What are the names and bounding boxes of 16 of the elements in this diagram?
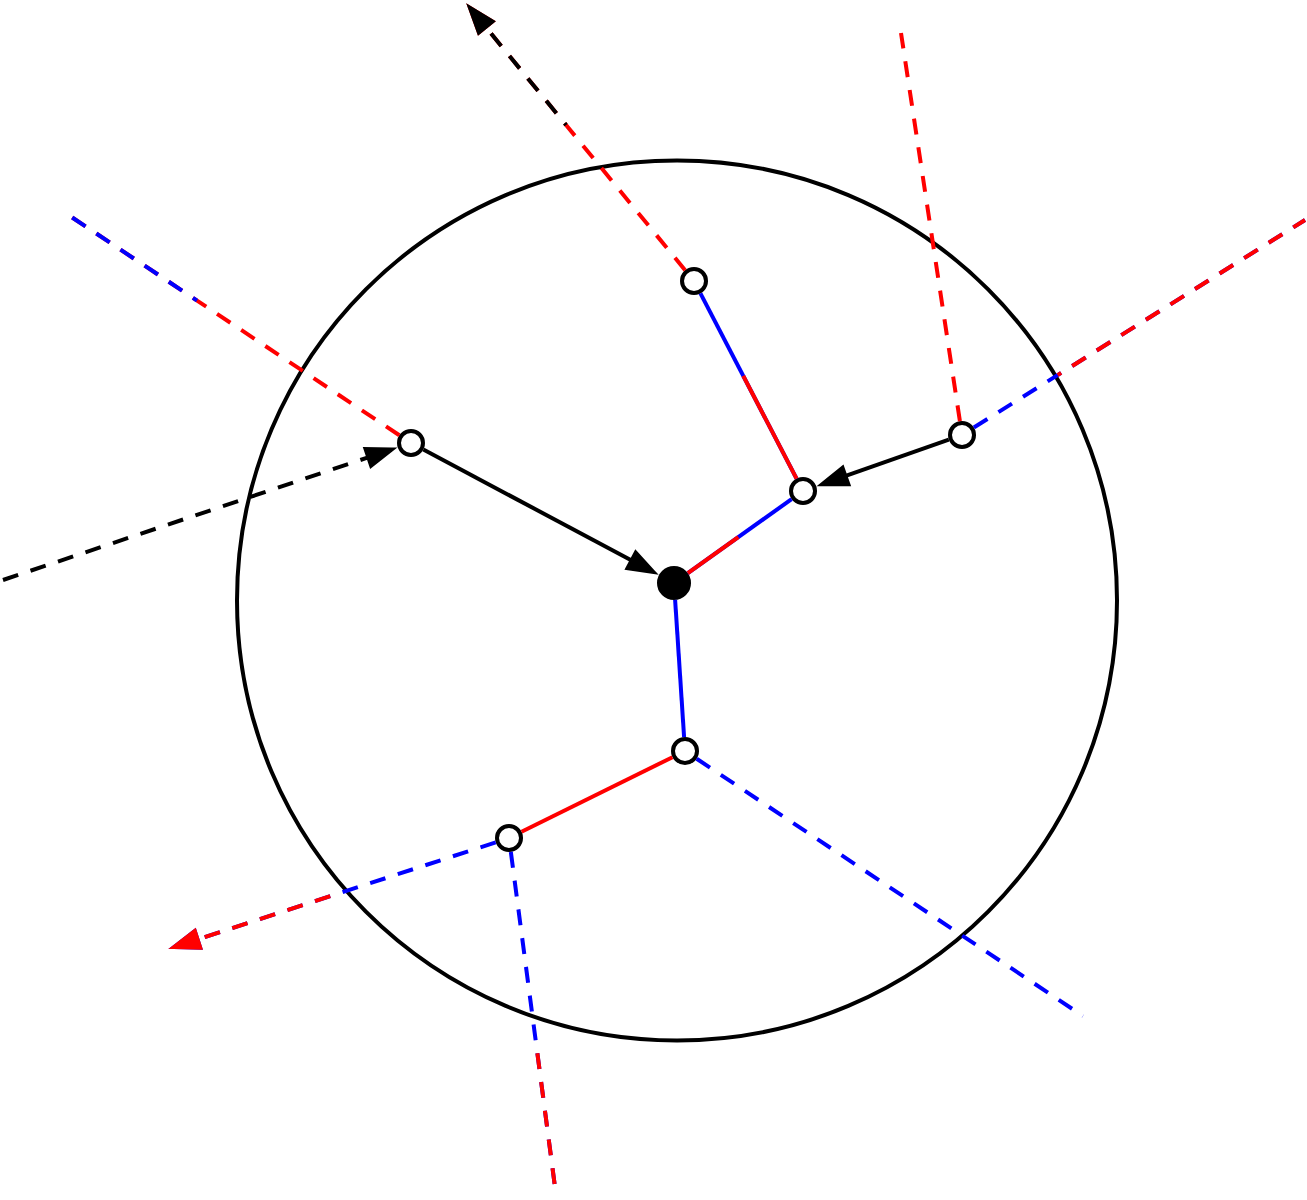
small-circle	[671, 737, 699, 765]
small-circle	[495, 824, 523, 852]
solid-line	[520, 755, 674, 834]
small-circle	[397, 429, 425, 457]
large-circle	[235, 158, 1119, 1043]
filled-dot	[657, 566, 691, 600]
dashed-line	[899, 32, 962, 422]
small-circle	[789, 477, 817, 505]
solid-line	[686, 497, 793, 575]
dashed-line	[695, 757, 1085, 1018]
dashed-line	[68, 214, 401, 437]
solid-line	[673, 599, 687, 738]
solid-line	[698, 292, 799, 480]
small-circle	[948, 421, 976, 449]
dashed-line	[972, 218, 1307, 430]
small-circle	[680, 267, 708, 295]
